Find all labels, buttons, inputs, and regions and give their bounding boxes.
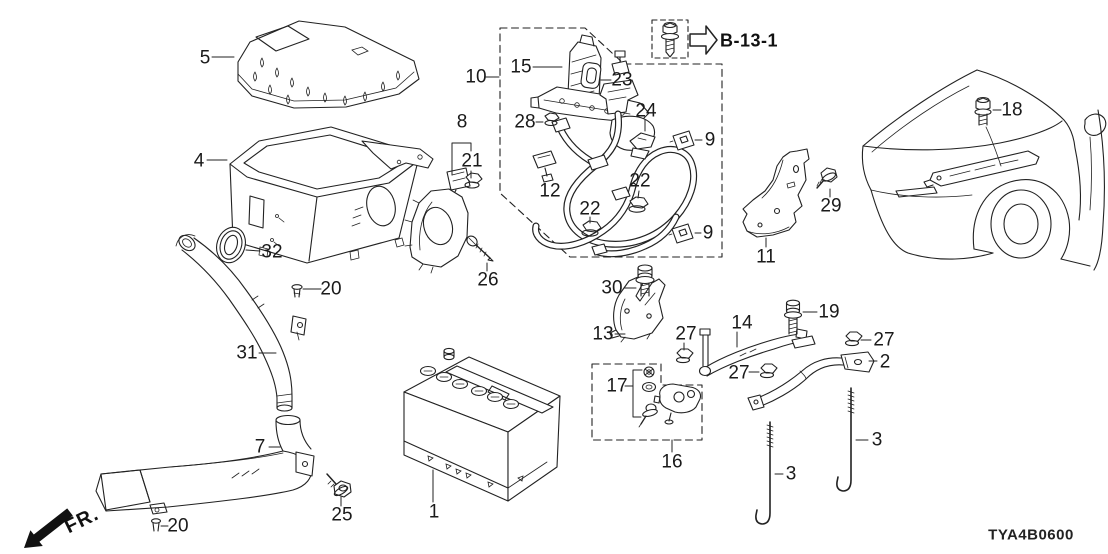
- part-label-22-upper: 22: [629, 170, 651, 192]
- bracket-13-drawing: [609, 264, 666, 343]
- part-label-10: 10: [465, 66, 487, 88]
- part-label-11: 11: [756, 246, 776, 268]
- part-label-14: 14: [731, 312, 753, 334]
- setting-plate-drawing: [404, 167, 494, 274]
- part-label-27-a: 27: [675, 323, 697, 345]
- part-label-20-top: 20: [320, 278, 342, 300]
- part-label-21: 21: [461, 150, 483, 172]
- part-label-8: 8: [456, 111, 468, 133]
- leader-lines: [160, 56, 1002, 527]
- part-label-23: 23: [611, 69, 633, 91]
- air-duct-drawing: [95, 414, 315, 515]
- part-label-32: 32: [261, 241, 283, 263]
- part-label-20-bottom: 20: [167, 515, 189, 537]
- battery-box-drawing: [229, 126, 434, 264]
- part-label-9-bottom: 9: [702, 222, 714, 244]
- part-label-31: 31: [236, 342, 258, 364]
- part-label-30: 30: [601, 277, 623, 299]
- part-label-16: 16: [661, 451, 683, 473]
- sensor-bracket-drawing: [742, 148, 810, 238]
- part-label-26: 26: [477, 269, 499, 291]
- part-label-19: 19: [818, 301, 840, 323]
- part-label-27-c: 27: [873, 329, 895, 351]
- bolt-19-drawing: [783, 299, 803, 335]
- part-label-18: 18: [1001, 99, 1023, 121]
- part-label-28: 28: [514, 111, 536, 133]
- harness-boundary-box: [499, 27, 723, 258]
- cross-reference-graphic[interactable]: [651, 19, 718, 59]
- battery-box-cover-drawing: [237, 20, 420, 109]
- flange-nut-drawing: [675, 331, 863, 379]
- battery-cable-assembly-drawing: [530, 34, 698, 258]
- part-label-27-b: 27: [728, 362, 750, 384]
- cross-reference-label[interactable]: B-13-1: [720, 30, 779, 51]
- part-label-3-right: 3: [871, 429, 883, 451]
- part-label-22-lower: 22: [579, 198, 601, 220]
- sensor-assembly-drawing: [591, 363, 703, 441]
- part-label-9-top: 9: [704, 129, 716, 151]
- bolt-25-drawing: [326, 473, 352, 498]
- part-label-4: 4: [193, 150, 205, 172]
- screw-20-drawing: [150, 284, 303, 532]
- ground-strap-drawing: [698, 328, 816, 377]
- battery-drawing: [403, 347, 561, 502]
- part-label-17: 17: [606, 375, 628, 397]
- arrow-right-icon: [689, 25, 718, 55]
- grommet-drawing: [216, 226, 246, 264]
- part-label-15: 15: [510, 56, 532, 78]
- part-label-29: 29: [820, 195, 842, 217]
- inlet-tube-drawing: [175, 234, 307, 412]
- part-label-24: 24: [635, 100, 657, 122]
- harness-clip-drawing: [668, 130, 695, 244]
- part-label-2: 2: [879, 351, 891, 373]
- part-label-1: 1: [428, 501, 440, 523]
- hold-down-rod-drawing: [755, 387, 855, 525]
- front-direction-arrow-icon: [24, 508, 73, 548]
- part-label-25: 25: [331, 504, 353, 526]
- diagram-code: TYA4B0600: [988, 526, 1074, 544]
- part-label-12: 12: [539, 180, 561, 202]
- part-label-5: 5: [199, 47, 211, 69]
- terminal-cover-drawing: [580, 62, 602, 89]
- bracket-2-drawing: [747, 351, 875, 411]
- bolt-18-drawing: [974, 96, 1002, 167]
- part-label-3-left: 3: [785, 463, 797, 485]
- car-outline-drawing: [861, 69, 1107, 271]
- part-label-7: 7: [254, 436, 266, 458]
- bolt-29-drawing: [816, 167, 838, 189]
- part-label-13: 13: [592, 323, 614, 345]
